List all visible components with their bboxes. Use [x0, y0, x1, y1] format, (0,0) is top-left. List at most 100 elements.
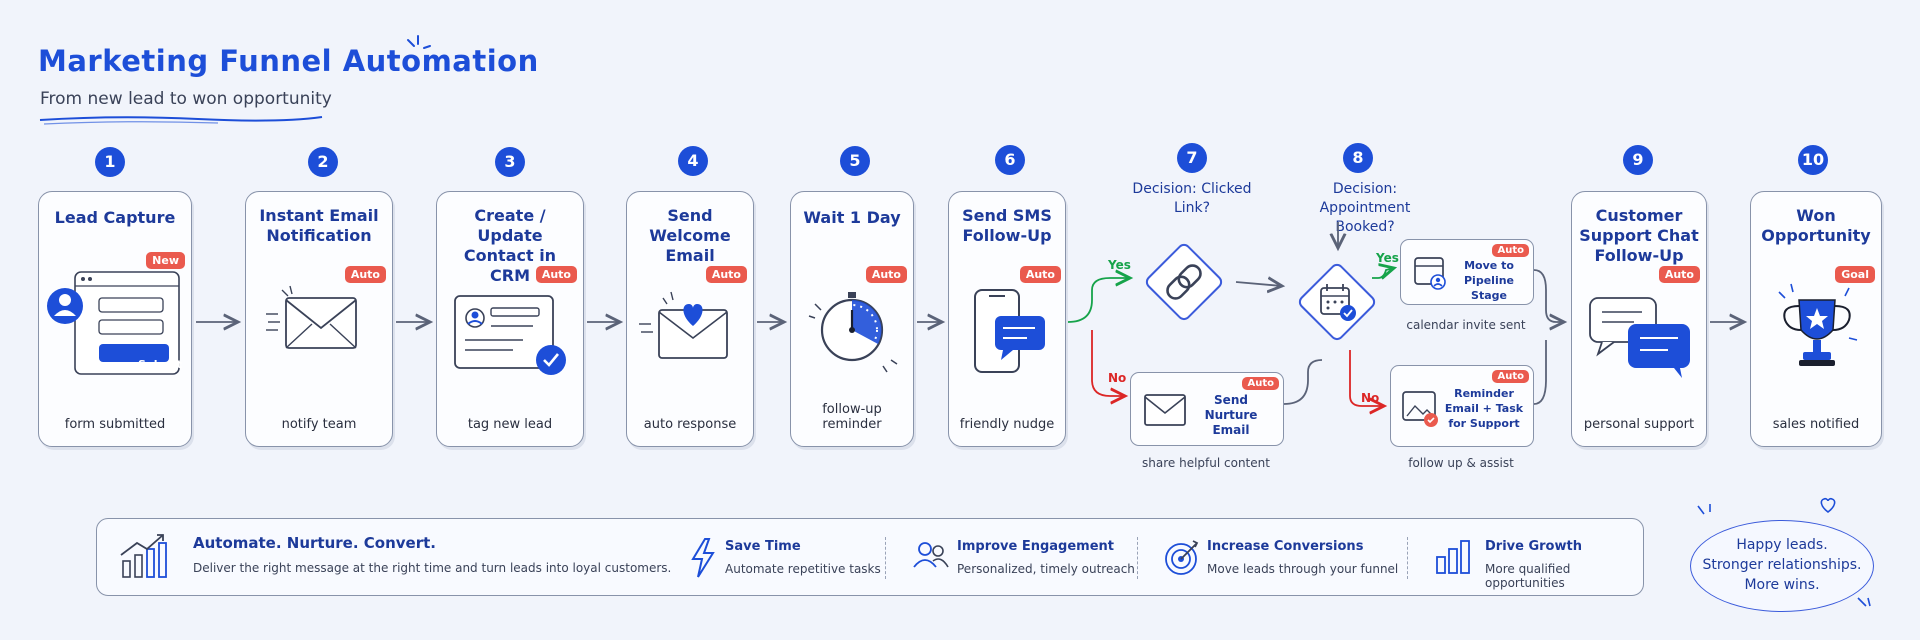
growth-chart-icon: [120, 534, 167, 578]
auto-badge: Auto: [865, 266, 907, 283]
step-number-3: 3: [495, 147, 525, 177]
auto-badge: Auto: [1492, 244, 1529, 257]
step-number-8: 8: [1343, 143, 1373, 173]
benefit-conversions-title: Increase Conversions: [1207, 539, 1364, 554]
envelope-icon: [266, 285, 357, 349]
banner-main-title: Automate. Nurture. Convert.: [193, 534, 436, 552]
step-caption: personal support: [1583, 417, 1695, 432]
step-number-9: 9: [1623, 145, 1653, 175]
target-icon: [1165, 540, 1199, 575]
step-number-1: 1: [95, 147, 125, 177]
step-card-email-notification[interactable]: Instant Email Notification Auto notify t…: [245, 191, 393, 447]
step-number-6: 6: [995, 145, 1025, 175]
step-caption: friendly nudge: [959, 417, 1055, 432]
branch-yes-label: Yes: [1108, 258, 1131, 272]
benefit-growth-text: More qualified opportunities: [1485, 562, 1571, 590]
auto-badge: Auto: [344, 266, 386, 283]
step-card-welcome-email[interactable]: Send Welcome Email Auto auto response: [626, 191, 754, 447]
nurture-email-note: share helpful content: [1142, 456, 1270, 470]
submit-button: Submit: [137, 358, 183, 371]
step-caption: tag new lead: [467, 417, 553, 432]
decision-diamond-link[interactable]: [1134, 232, 1234, 332]
pipeline-stage-note: calendar invite sent: [1406, 318, 1526, 332]
nurture-email-title: Send Nurture Email: [1204, 393, 1258, 437]
benefit-conversions-text: Move leads through your funnel: [1207, 562, 1399, 576]
sparkle-icon: [1697, 504, 1711, 515]
reminder-email-card[interactable]: Reminder Email + Task for Support Auto: [1390, 365, 1534, 447]
sparkle-icon: [407, 35, 431, 49]
benefit-engagement-title: Improve Engagement: [957, 539, 1115, 554]
step-number-5: 5: [840, 146, 870, 176]
step-card-crm-contact[interactable]: Create / Update Contact in CRM Auto tag …: [436, 191, 584, 447]
contact-card-icon: [454, 295, 566, 375]
nurture-email-card[interactable]: Send Nurture Email Auto: [1130, 372, 1284, 446]
banner-main-text: Deliver the right message at the right t…: [193, 561, 672, 575]
auto-badge: Auto: [705, 266, 747, 283]
cloud-line-2: Stronger relationships.: [1702, 557, 1862, 573]
page-subtitle: From new lead to won opportunity: [40, 89, 332, 109]
step-card-wait[interactable]: Wait 1 Day Auto follow-up reminder: [790, 191, 914, 447]
calendar-user-icon: [1414, 257, 1446, 290]
step-caption: follow-up reminder: [822, 402, 882, 432]
step-number-10: 10: [1798, 145, 1828, 175]
decision-diamond-appointment[interactable]: [1287, 252, 1387, 352]
branch-no-label: No: [1108, 371, 1127, 385]
benefit-engagement-text: Personalized, timely outreach: [957, 562, 1135, 576]
banner-divider: [1407, 537, 1408, 579]
banner-divider: [885, 537, 886, 579]
phone-sms-icon: [974, 289, 1045, 373]
benefit-save-time-title: Save Time: [725, 539, 801, 554]
reminder-email-title: Reminder Email + Task for Support: [1444, 387, 1524, 430]
step-card-sms[interactable]: Send SMS Follow-Up Auto friendly nudge: [948, 191, 1066, 447]
step-number-4: 4: [678, 146, 708, 176]
new-badge: New: [146, 252, 185, 269]
decision-clicked-link-label: Decision: Clicked Link?: [1132, 181, 1252, 216]
benefit-growth-title: Drive Growth: [1485, 539, 1582, 554]
image-email-icon: [1402, 391, 1438, 427]
step-number-2: 2: [308, 147, 338, 177]
branch-yes-label-2: Yes: [1376, 251, 1399, 265]
auto-badge: Auto: [1242, 377, 1279, 390]
step-caption: form submitted: [64, 417, 166, 432]
cloud-line-1: Happy leads.: [1736, 537, 1828, 553]
step-title: Send Welcome Email: [649, 206, 731, 265]
decision-appointment-label: Decision: Appointment Booked?: [1319, 181, 1411, 235]
lightning-icon: [691, 538, 715, 578]
step-title: Won Opportunity: [1761, 206, 1871, 245]
pipeline-stage-title: Move to Pipeline Stage: [1464, 259, 1514, 302]
envelope-icon: [1144, 394, 1186, 426]
timer-icon: [808, 292, 898, 373]
step-title: Instant Email Notification: [259, 206, 379, 245]
step-title: Send SMS Follow-Up: [962, 206, 1052, 245]
page-title: Marketing Funnel Automation: [38, 44, 539, 78]
step-caption: sales notified: [1772, 417, 1860, 432]
link-icon: [1166, 264, 1202, 300]
sparkle-icon: [1857, 597, 1871, 607]
step-title: Create / Update Contact in CRM: [463, 206, 557, 285]
people-icon: [913, 542, 949, 568]
auto-badge: Auto: [1019, 266, 1061, 283]
benefits-banner: Automate. Nurture. Convert. Deliver the …: [96, 518, 1644, 596]
chat-icon: [1589, 297, 1690, 378]
step-caption: notify team: [281, 417, 357, 432]
step-title: Lead Capture: [54, 208, 176, 227]
goal-badge: Goal: [1835, 266, 1875, 283]
banner-divider: [1137, 537, 1138, 579]
step-title: Customer Support Chat Follow-Up: [1579, 206, 1699, 265]
step-card-support-chat[interactable]: Customer Support Chat Follow-Up Auto per…: [1571, 191, 1707, 447]
auto-badge: Auto: [1658, 266, 1700, 283]
form-icon: [47, 271, 180, 375]
step-card-won[interactable]: Won Opportunity Goal sales notified: [1750, 191, 1882, 447]
step-card-lead-capture[interactable]: Lead Capture New Submit form submitted: [38, 191, 192, 447]
happy-leads-cloud: Happy leads. Stronger relationships. Mor…: [1690, 520, 1874, 612]
heart-icon: [1820, 497, 1836, 514]
trophy-icon: [1778, 283, 1858, 366]
heart-envelope-icon: [639, 291, 728, 359]
reminder-email-note: follow up & assist: [1408, 456, 1514, 470]
pipeline-stage-card[interactable]: Move to Pipeline Stage Auto: [1400, 239, 1534, 305]
auto-badge: Auto: [535, 266, 577, 283]
subtitle-underline: [39, 116, 323, 125]
cloud-line-3: More wins.: [1744, 577, 1820, 593]
bar-chart-icon: [1436, 540, 1470, 574]
